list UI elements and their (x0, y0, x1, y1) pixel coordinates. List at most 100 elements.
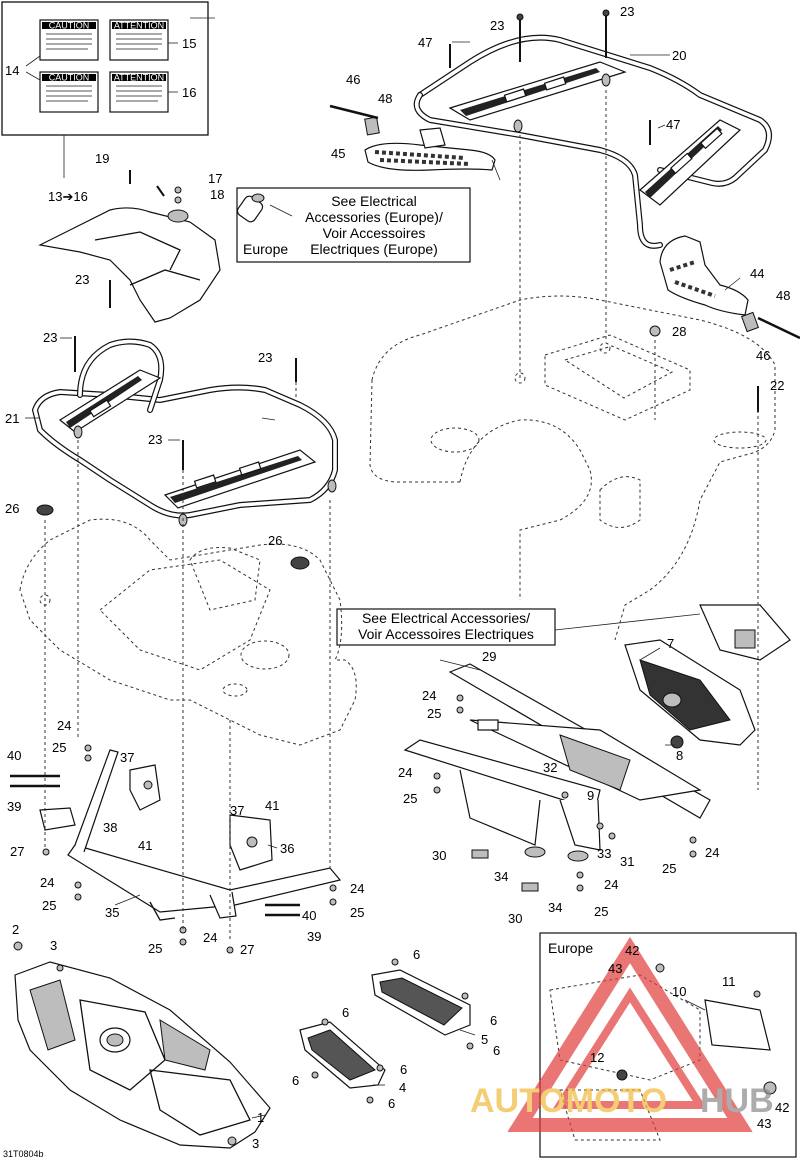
rear-grip-left (329, 104, 496, 171)
callout-37b: 37 (230, 803, 244, 818)
callout-41b: 41 (265, 798, 279, 813)
attention-decal-bottom-title: ATTENTION (114, 72, 164, 82)
callout-42a: 42 (625, 943, 639, 958)
callout-47a: 47 (418, 35, 432, 50)
callout-26b: 26 (268, 533, 282, 548)
callout-6g: 6 (388, 1096, 395, 1111)
callout-22: 22 (770, 378, 784, 393)
see-electrical-europe-line3: Voir Accessoires (323, 225, 426, 241)
callout-4: 4 (399, 1080, 406, 1095)
callout-28: 28 (672, 324, 686, 339)
watermark-logo: AUTOMOTO HUB (470, 936, 774, 1132)
figure-code: 31T0804b (3, 1149, 44, 1159)
callout-38: 38 (103, 820, 117, 835)
callout-6b: 6 (342, 1005, 349, 1020)
bumper-left (36, 504, 54, 516)
callout-47b: 47 (666, 117, 680, 132)
callout-24c: 24 (203, 930, 217, 945)
callout-25e: 25 (427, 706, 441, 721)
callout-2: 2 (12, 922, 19, 937)
callout-39a: 39 (7, 799, 21, 814)
front-console-cover (38, 207, 221, 323)
callout-46b: 46 (756, 348, 770, 363)
callout-44: 44 (750, 266, 764, 281)
watermark-part2: HUB (700, 1082, 774, 1120)
grille-upper (371, 969, 471, 1036)
callout-23d: 23 (43, 330, 57, 345)
front-support-frame (10, 749, 342, 921)
callout-32: 32 (543, 760, 557, 775)
rear-grip-right (659, 235, 800, 340)
callout-5: 5 (481, 1032, 488, 1047)
callout-43a: 43 (608, 961, 622, 976)
callout-25a: 25 (52, 740, 66, 755)
callout-45: 45 (331, 146, 345, 161)
callouts: 1 2 3 3 4 5 6 6 6 6 6 6 6 7 8 9 10 11 12… (5, 4, 790, 1151)
watermark-part1: AUTOMOTO (470, 1082, 667, 1120)
callout-18: 18 (210, 187, 224, 202)
callout-26a: 26 (5, 501, 19, 516)
callout-3b: 3 (252, 1136, 259, 1151)
note-box-europe: Europe See Electrical Accessories (Europ… (236, 187, 471, 263)
caution-decal-bottom-title: CAUTION (49, 72, 90, 82)
callout-14: 14 (5, 63, 19, 78)
callout-39b: 39 (307, 929, 321, 944)
callout-31: 31 (620, 854, 634, 869)
rear-rack (413, 34, 772, 249)
decal-box: CAUTION ATTENTION CAUTION ATTENTION (1, 1, 209, 178)
callout-12: 12 (590, 1050, 604, 1065)
callout-13-16: 13➔16 (48, 189, 88, 204)
see-electrical-line1: See Electrical Accessories/ (362, 610, 530, 626)
callout-34a: 34 (494, 869, 508, 884)
callout-7: 7 (667, 636, 674, 651)
callout-43b: 43 (757, 1116, 771, 1131)
callout-24b: 24 (40, 875, 54, 890)
callout-24d: 24 (350, 881, 364, 896)
callout-46a: 46 (346, 72, 360, 87)
callout-35: 35 (105, 905, 119, 920)
callout-25c: 25 (148, 941, 162, 956)
callout-25h: 25 (594, 904, 608, 919)
callout-6f: 6 (292, 1073, 299, 1088)
callout-33: 33 (597, 846, 611, 861)
callout-41a: 41 (138, 838, 152, 853)
see-electrical-europe-line2: Accessories (Europe)/ (305, 209, 443, 225)
see-electrical-europe-line1: See Electrical (331, 193, 417, 209)
callout-24h: 24 (604, 877, 618, 892)
callout-3a: 3 (50, 938, 57, 953)
callout-1: 1 (257, 1110, 264, 1125)
callout-27a: 27 (10, 844, 24, 859)
callout-23c: 23 (75, 272, 89, 287)
callout-37a: 37 (120, 750, 134, 765)
europe-label: Europe (243, 241, 288, 257)
callout-10: 10 (672, 984, 686, 999)
callout-8: 8 (676, 748, 683, 763)
callout-48a: 48 (378, 91, 392, 106)
rear-fender (369, 295, 776, 641)
callout-42b: 42 (775, 1100, 789, 1115)
bumper-right (290, 556, 310, 570)
callout-17: 17 (208, 171, 222, 186)
callout-29: 29 (482, 649, 496, 664)
fasteners (13, 9, 759, 1146)
callout-24f: 24 (398, 765, 412, 780)
front-fender (19, 518, 357, 746)
callout-15: 15 (182, 36, 196, 51)
callout-23e: 23 (258, 350, 272, 365)
callout-16: 16 (182, 85, 196, 100)
note-box-electrical: See Electrical Accessories/ Voir Accesso… (336, 608, 701, 646)
callout-23f: 23 (148, 432, 162, 447)
front-fascia (14, 961, 271, 1149)
callout-40b: 40 (302, 908, 316, 923)
callout-6d: 6 (493, 1043, 500, 1058)
callout-24g: 24 (705, 845, 719, 860)
rear-support-frame (403, 663, 711, 862)
callout-21: 21 (5, 411, 19, 426)
callout-25g: 25 (662, 861, 676, 876)
callout-25d: 25 (350, 905, 364, 920)
callout-6c: 6 (490, 1013, 497, 1028)
callout-24e: 24 (422, 688, 436, 703)
callout-25f: 25 (403, 791, 417, 806)
tail-light (624, 604, 791, 749)
callout-19: 19 (95, 151, 109, 166)
